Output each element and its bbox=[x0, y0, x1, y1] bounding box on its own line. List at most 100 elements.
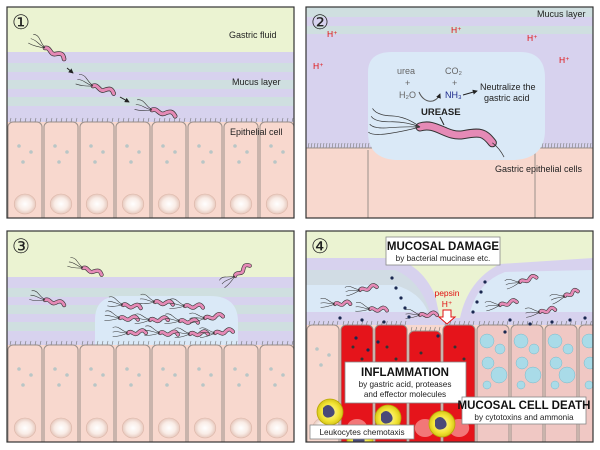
bacterium bbox=[189, 312, 226, 324]
epithelial-cell-row bbox=[7, 340, 294, 442]
toxin-particles bbox=[338, 276, 587, 352]
epithelial-cell bbox=[187, 340, 223, 442]
cell-death-title: MUCOSAL CELL DEATH bbox=[458, 400, 591, 412]
panel-2-frame bbox=[305, 6, 594, 219]
panel-3-frame bbox=[6, 230, 295, 443]
epithelial-cell-label: Epithelial cell bbox=[230, 127, 283, 137]
leukocyte bbox=[316, 398, 344, 426]
cell-death-subtitle: by cytotoxins and ammonia bbox=[474, 413, 574, 422]
cell-death-callout bbox=[461, 396, 587, 425]
bacterium bbox=[144, 325, 181, 337]
gastric-fluid-label: Gastric fluid bbox=[229, 30, 277, 40]
bacterium bbox=[174, 327, 211, 338]
neutralize-arrow bbox=[462, 89, 478, 96]
leukocytes-label: Leukocytes chemotaxis bbox=[319, 428, 404, 437]
epithelial-cell bbox=[259, 117, 294, 218]
bacterium bbox=[67, 257, 104, 277]
proton-label: H⁺ bbox=[451, 25, 462, 35]
leukocytes-callout bbox=[309, 424, 415, 440]
epithelial-cell-row bbox=[7, 117, 294, 218]
bacterium bbox=[28, 34, 67, 62]
leukocyte bbox=[428, 410, 456, 438]
urease-bubble bbox=[368, 52, 545, 160]
epithelial-cell bbox=[578, 320, 593, 442]
epithelial-cell bbox=[510, 320, 544, 442]
bacterium bbox=[199, 327, 236, 338]
migration-arrow bbox=[66, 67, 74, 74]
epithelial-cell bbox=[115, 340, 151, 442]
reaction-arrow bbox=[418, 91, 441, 102]
bacterium bbox=[368, 108, 505, 158]
urea-label: urea bbox=[397, 66, 415, 76]
epithelial-cell bbox=[115, 117, 151, 218]
bacterium bbox=[107, 296, 143, 311]
epithelial-cell bbox=[151, 117, 187, 218]
bacterium bbox=[344, 283, 379, 297]
panel-1-number: ① bbox=[12, 10, 30, 34]
panel-2 bbox=[306, 7, 593, 218]
epithelial-cell bbox=[187, 117, 223, 218]
bacterium bbox=[134, 99, 178, 119]
panel-3-number: ③ bbox=[12, 234, 30, 258]
damage-title: MUCOSAL DAMAGE bbox=[387, 241, 500, 253]
plus-sign: + bbox=[405, 78, 410, 88]
bacterium bbox=[524, 305, 558, 318]
bacteria-group bbox=[29, 257, 252, 338]
inflammation-subtitle: and effector molecules bbox=[364, 390, 446, 399]
bacterium bbox=[104, 310, 141, 322]
mucus-layer-label: Mucus layer bbox=[537, 9, 586, 19]
bacterium bbox=[134, 313, 171, 324]
epithelial-cell bbox=[259, 340, 294, 442]
urease-pointer bbox=[439, 116, 445, 126]
proton-label: H⁺ bbox=[559, 55, 570, 65]
bacterium bbox=[164, 313, 201, 325]
bacterium bbox=[75, 74, 116, 96]
proton-label: H⁺ bbox=[327, 29, 338, 39]
epithelial-cell bbox=[544, 320, 578, 442]
panel-1-frame bbox=[6, 6, 295, 219]
epithelial-cell bbox=[223, 117, 259, 218]
proton-label: H⁺ bbox=[313, 61, 324, 71]
panel-3 bbox=[7, 231, 294, 442]
epithelial-cell bbox=[223, 340, 259, 442]
bacterium bbox=[169, 298, 206, 310]
damage-callout bbox=[385, 236, 501, 266]
urease-label: UREASE bbox=[421, 107, 461, 118]
panel-1 bbox=[7, 7, 294, 218]
bacterium bbox=[405, 308, 439, 319]
ammonia-label: NH₃ bbox=[445, 90, 462, 100]
epithelial-cell bbox=[43, 340, 79, 442]
epithelial-cell bbox=[79, 340, 115, 442]
panel-4-number: ④ bbox=[311, 234, 329, 258]
water-label: H₂O bbox=[399, 90, 416, 100]
bacterium bbox=[139, 293, 175, 307]
bacterium bbox=[484, 298, 519, 312]
neutralize-label: Neutralize the bbox=[480, 82, 536, 92]
migration-arrow bbox=[119, 96, 130, 103]
mucus-layer-label: Mucus layer bbox=[232, 77, 281, 87]
bacteria-group bbox=[320, 274, 580, 319]
bacterium bbox=[29, 290, 67, 308]
down-arrow-icon bbox=[437, 309, 457, 325]
bacterium bbox=[368, 108, 505, 158]
bacterium bbox=[549, 287, 580, 305]
neutralize-label: gastric acid bbox=[484, 93, 530, 103]
bacterium bbox=[320, 297, 353, 308]
bacterium bbox=[219, 263, 252, 288]
epithelial-cell bbox=[476, 320, 510, 442]
bacterium bbox=[355, 301, 389, 313]
epithelial-cell bbox=[43, 117, 79, 218]
epithelial-cells-label: Gastric epithelial cells bbox=[495, 164, 583, 174]
epithelial-cell bbox=[7, 340, 43, 442]
epithelial-cell bbox=[7, 117, 43, 218]
panel-4-frame bbox=[305, 230, 594, 443]
inflammation-title: INFLAMMATION bbox=[361, 367, 449, 379]
bacterium bbox=[504, 274, 539, 290]
plus-sign: + bbox=[452, 78, 457, 88]
epithelial-cell bbox=[151, 340, 187, 442]
epithelial-cell bbox=[79, 117, 115, 218]
bacterium bbox=[28, 34, 178, 119]
damage-subtitle: by bacterial mucinase etc. bbox=[396, 254, 491, 263]
proton-label: H⁺ bbox=[527, 33, 538, 43]
